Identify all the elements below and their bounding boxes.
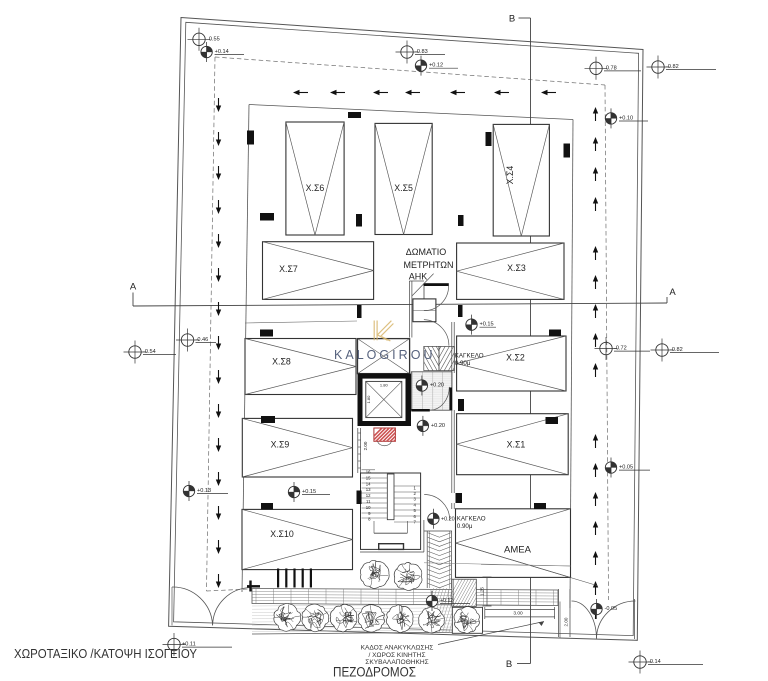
- svg-text:3: 3: [414, 497, 417, 502]
- svg-text:KALOGIROU: KALOGIROU: [334, 348, 436, 362]
- svg-text:+0.10: +0.10: [619, 115, 633, 121]
- svg-text:+0.20: +0.20: [431, 423, 445, 429]
- svg-text:2: 2: [414, 491, 417, 496]
- svg-text:16: 16: [366, 470, 371, 475]
- svg-text:-0.55: -0.55: [207, 36, 220, 42]
- svg-text:-0.82: -0.82: [670, 347, 683, 353]
- svg-text:ΚΑΓΚΕΛΟ: ΚΑΓΚΕΛΟ: [457, 515, 486, 522]
- svg-text:9: 9: [368, 511, 371, 516]
- svg-text:1.80: 1.80: [366, 395, 371, 404]
- svg-text:B: B: [509, 14, 515, 25]
- svg-text:ΚΑΓΚΕΛΟ: ΚΑΓΚΕΛΟ: [455, 352, 484, 359]
- svg-text:-0.05: -0.05: [605, 606, 618, 612]
- svg-text:-0.54: -0.54: [143, 349, 156, 355]
- svg-text:+0.15: +0.15: [480, 322, 494, 328]
- svg-text:+0.15: +0.15: [302, 489, 316, 495]
- svg-text:13: 13: [366, 487, 371, 492]
- svg-text:B: B: [506, 659, 512, 670]
- svg-text:7: 7: [414, 520, 417, 525]
- svg-text:-0.82: -0.82: [666, 64, 679, 70]
- svg-text:AMEA: AMEA: [504, 545, 532, 556]
- svg-text:-0.72: -0.72: [614, 346, 627, 352]
- svg-text:X.Σ10: X.Σ10: [270, 529, 294, 539]
- svg-text:4: 4: [414, 502, 417, 507]
- svg-text:X.Σ6: X.Σ6: [306, 183, 325, 193]
- svg-text:+0.12: +0.12: [440, 598, 453, 604]
- svg-text:X.Σ9: X.Σ9: [271, 440, 290, 450]
- svg-text:+0.12: +0.12: [429, 63, 443, 69]
- svg-text:+0.13: +0.13: [197, 488, 211, 494]
- svg-text:ΣΚΥΒΑΛΑΠΟΘΗΚΗΣ: ΣΚΥΒΑΛΑΠΟΘΗΚΗΣ: [365, 659, 429, 666]
- svg-text:6: 6: [414, 514, 417, 519]
- svg-text:0.90μ: 0.90μ: [455, 360, 471, 367]
- svg-text:/ ΧΩΡΟΣ ΚΙΝΗΤΗΣ: / ΧΩΡΟΣ ΚΙΝΗΤΗΣ: [368, 652, 425, 659]
- svg-text:ΧΩΡΟΤΑΞΙΚΟ /ΚΑΤΟΨΗ ΙΣΟΓΕΙΟΥ: ΧΩΡΟΤΑΞΙΚΟ /ΚΑΤΟΨΗ ΙΣΟΓΕΙΟΥ: [14, 646, 197, 661]
- svg-text:ΑΗΚ: ΑΗΚ: [409, 272, 428, 282]
- svg-text:X.Σ1: X.Σ1: [507, 440, 526, 450]
- svg-text:X.Σ7: X.Σ7: [279, 264, 298, 274]
- svg-text:8: 8: [368, 517, 371, 522]
- svg-text:ΠΕΖΟΔΡΟΜΟΣ: ΠΕΖΟΔΡΟΜΟΣ: [333, 665, 416, 680]
- svg-text:2.00: 2.00: [363, 441, 368, 450]
- svg-text:A: A: [669, 287, 676, 298]
- svg-text:2.00: 2.00: [564, 617, 569, 626]
- svg-text:5: 5: [414, 508, 417, 513]
- svg-text:15: 15: [366, 475, 371, 480]
- svg-text:+0.20: +0.20: [441, 517, 455, 523]
- svg-text:X.Σ2: X.Σ2: [506, 353, 525, 363]
- svg-text:ΜΕΤΡΗΤΩΝ: ΜΕΤΡΗΤΩΝ: [403, 260, 453, 270]
- svg-text:11: 11: [366, 499, 371, 504]
- svg-text:10: 10: [366, 505, 371, 510]
- svg-text:0.90μ: 0.90μ: [457, 523, 473, 530]
- svg-text:3.00: 3.00: [513, 610, 523, 616]
- svg-text:-0.46: -0.46: [196, 337, 209, 343]
- svg-text:ΚΑΔΟΣ ΑΝΑΚΥΚΛΩΣΗΣ: ΚΑΔΟΣ ΑΝΑΚΥΚΛΩΣΗΣ: [361, 645, 434, 652]
- svg-text:X.Σ8: X.Σ8: [272, 357, 291, 367]
- svg-text:1.80: 1.80: [380, 383, 389, 388]
- svg-text:X.Σ4: X.Σ4: [505, 166, 515, 185]
- svg-text:X.Σ3: X.Σ3: [507, 263, 526, 273]
- svg-text:+0.11: +0.11: [182, 642, 196, 648]
- svg-text:X.Σ5: X.Σ5: [394, 183, 413, 193]
- svg-text:+0.14: +0.14: [215, 49, 229, 55]
- svg-text:ΔΩΜΑΤΙΟ: ΔΩΜΑΤΙΟ: [406, 247, 447, 257]
- svg-text:A: A: [130, 282, 137, 293]
- svg-text:+0.20: +0.20: [430, 383, 444, 389]
- svg-text:-0.83: -0.83: [415, 49, 428, 55]
- svg-text:+0.05: +0.05: [619, 465, 633, 471]
- svg-text:14: 14: [366, 481, 371, 486]
- svg-text:12: 12: [366, 493, 371, 498]
- svg-text:1.25: 1.25: [480, 587, 485, 596]
- svg-text:-0.14: -0.14: [648, 659, 661, 665]
- svg-text:1: 1: [414, 485, 417, 490]
- svg-text:-0.78: -0.78: [604, 65, 617, 71]
